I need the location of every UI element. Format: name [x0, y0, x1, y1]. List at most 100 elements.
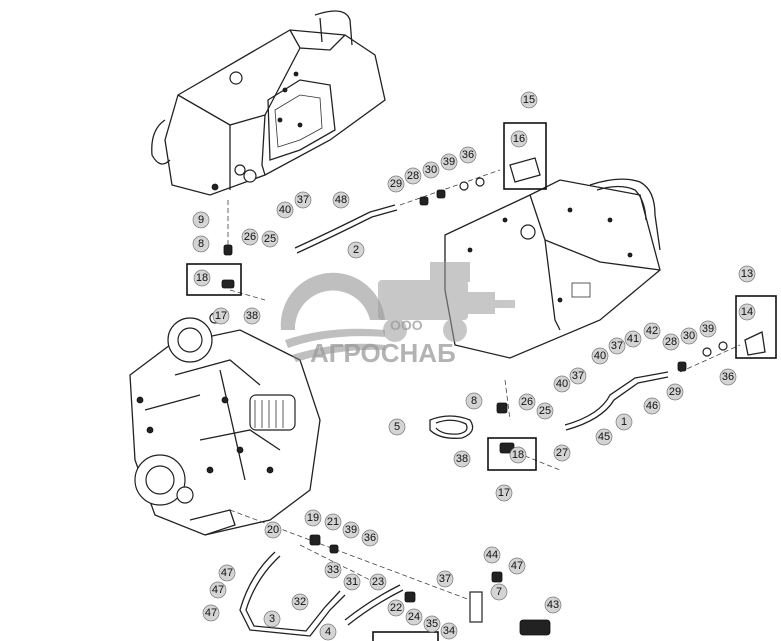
callout-number: 8 — [198, 238, 204, 250]
callout-number: 28 — [407, 170, 419, 182]
callout-c17a: 17 — [212, 307, 230, 325]
callout-bubble — [276, 201, 294, 219]
callout-bubble — [361, 529, 379, 547]
callout-number: 17 — [498, 487, 510, 499]
callout-bubble — [404, 167, 422, 185]
callout-number: 47 — [212, 584, 224, 596]
callout-c1: 1 — [615, 413, 633, 431]
callout-bubble — [192, 211, 210, 229]
callout-number: 39 — [345, 524, 357, 536]
callout-number: 36 — [462, 149, 474, 161]
callout-bubble — [553, 375, 571, 393]
callout-number: 47 — [205, 607, 217, 619]
callout-bubble — [319, 623, 337, 641]
callout-c36c: 36 — [361, 529, 379, 547]
callout-c9: 9 — [192, 211, 210, 229]
callout-bubble — [510, 130, 528, 148]
callout-bubble — [536, 402, 554, 420]
callout-number: 17 — [215, 310, 227, 322]
callout-bubble — [261, 230, 279, 248]
callout-c30b: 30 — [680, 327, 698, 345]
callout-bubble — [508, 557, 526, 575]
callout-c32: 32 — [291, 593, 309, 611]
callout-bubble — [595, 428, 613, 446]
callout-number: 37 — [297, 194, 309, 206]
callout-number: 27 — [556, 447, 568, 459]
callout-c41: 41 — [624, 330, 642, 348]
callout-bubble — [553, 444, 571, 462]
box-bottom — [372, 631, 439, 641]
callout-number: 26 — [244, 231, 256, 243]
callout-c28a: 28 — [404, 167, 422, 185]
callout-number: 32 — [294, 596, 306, 608]
callout-number: 36 — [722, 371, 734, 383]
callout-c37c: 37 — [569, 367, 587, 385]
callout-bubble — [347, 241, 365, 259]
callout-c39c: 39 — [342, 521, 360, 539]
callout-number: 48 — [335, 194, 347, 206]
callout-c47c: 47 — [202, 604, 220, 622]
callout-bubble — [440, 153, 458, 171]
callout-c8b: 8 — [465, 392, 483, 410]
callout-c30a: 30 — [422, 161, 440, 179]
callout-c8a: 8 — [192, 235, 210, 253]
callout-number: 29 — [669, 386, 681, 398]
callout-bubble — [643, 397, 661, 415]
callout-c33: 33 — [324, 561, 342, 579]
box-18a — [186, 263, 242, 296]
callout-number: 19 — [307, 512, 319, 524]
callout-bubble — [666, 383, 684, 401]
callout-bubble — [243, 307, 261, 325]
callout-bubble — [509, 446, 527, 464]
callout-number: 18 — [196, 272, 208, 284]
callout-bubble — [263, 610, 281, 628]
callout-number: 1 — [621, 416, 627, 428]
callout-number: 31 — [346, 576, 358, 588]
callout-c24: 24 — [405, 608, 423, 626]
callout-c27: 27 — [553, 444, 571, 462]
callout-c28b: 28 — [662, 333, 680, 351]
callout-c29b: 29 — [666, 383, 684, 401]
callout-number: 34 — [443, 625, 455, 637]
callout-number: 40 — [279, 204, 291, 216]
callout-number: 41 — [627, 333, 639, 345]
callout-bubble — [343, 573, 361, 591]
callout-bubble — [738, 265, 756, 283]
callout-c38a: 38 — [243, 307, 261, 325]
callout-number: 40 — [556, 378, 568, 390]
callout-number: 47 — [511, 560, 523, 572]
callout-number: 25 — [539, 405, 551, 417]
engine — [129, 312, 321, 536]
callout-bubble — [304, 509, 322, 527]
callout-c18a: 18 — [193, 269, 211, 287]
callout-c39b: 39 — [699, 320, 717, 338]
highlight-boxes — [186, 122, 777, 641]
callout-bubble — [423, 615, 441, 633]
callout-number: 24 — [408, 611, 420, 623]
callout-c18b: 18 — [509, 446, 527, 464]
callout-c4: 4 — [319, 623, 337, 641]
callout-number: 39 — [702, 323, 714, 335]
watermark-company-name: АГРОСНАБ — [310, 338, 456, 368]
callout-bubble — [294, 191, 312, 209]
callout-bubble — [324, 561, 342, 579]
callout-c25b: 25 — [536, 402, 554, 420]
callout-bubble — [440, 622, 458, 640]
callout-c43: 43 — [544, 596, 562, 614]
callout-number: 28 — [665, 336, 677, 348]
callout-c16: 16 — [510, 130, 528, 148]
callout-c20: 20 — [264, 521, 282, 539]
callout-number: 30 — [425, 164, 437, 176]
callout-number: 38 — [456, 453, 468, 465]
callout-bubble — [324, 513, 342, 531]
callout-bubble — [388, 418, 406, 436]
fuel-tank-upper — [151, 10, 386, 196]
callout-c35: 35 — [423, 615, 441, 633]
callout-bubble — [264, 521, 282, 539]
callout-bubble — [387, 599, 405, 617]
callout-c48: 48 — [332, 191, 350, 209]
callout-bubble — [202, 604, 220, 622]
callout-bubble — [624, 330, 642, 348]
callout-number: 15 — [523, 94, 535, 106]
